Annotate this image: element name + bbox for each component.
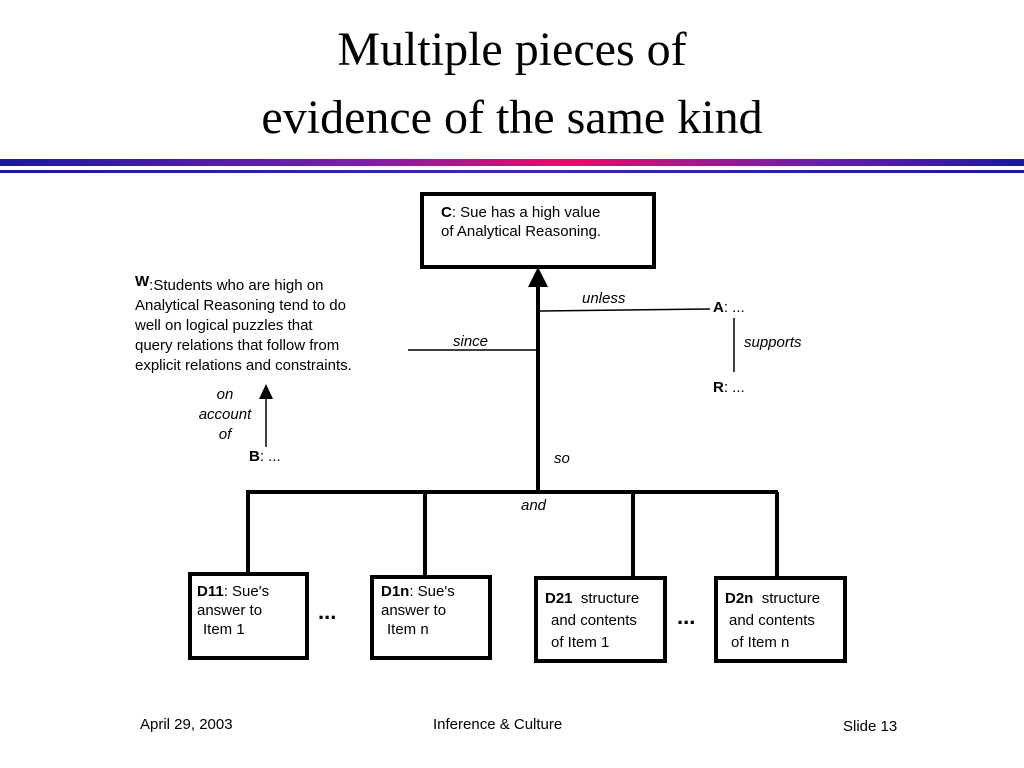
label-account: account bbox=[198, 406, 252, 423]
main-arrow-head bbox=[528, 267, 548, 287]
claim-text: C: Sue has a high value of Analytical Re… bbox=[441, 203, 601, 241]
d21-line-3: of Item 1 bbox=[551, 634, 610, 651]
d21-line-1: structure bbox=[580, 590, 640, 607]
backing-arrow-head bbox=[259, 384, 273, 399]
warrant-line-3: well on logical puzzles that bbox=[135, 317, 313, 334]
d21-line-2: and contents bbox=[551, 612, 637, 629]
warrant-line-2: Analytical Reasoning tend to do bbox=[135, 297, 346, 314]
since-label: since bbox=[453, 333, 489, 350]
so-label: so bbox=[554, 450, 570, 467]
warrant-line-1: :Students who are high on bbox=[149, 277, 324, 294]
backing-value: : ... bbox=[259, 448, 281, 465]
d11-line-1: : Sue's bbox=[223, 583, 270, 600]
alternative-text: A: ... bbox=[713, 298, 745, 317]
d2n-line-2: and contents bbox=[729, 612, 815, 629]
footer-title: Inference & Culture bbox=[433, 716, 563, 733]
data-box-d1n bbox=[370, 575, 492, 660]
on-account-of-label: on account of bbox=[195, 385, 255, 445]
data-box-d21 bbox=[534, 576, 667, 663]
warrant-line-5: explicit relations and constraints. bbox=[135, 357, 352, 374]
backing-text: B: ... bbox=[249, 447, 281, 466]
data-box-d1n-text: D1n: Sue's answer to Item n bbox=[381, 582, 455, 639]
data-box-d2n-text: D2n structure and contents of Item n bbox=[725, 588, 820, 654]
d2n-line-1: structure bbox=[761, 590, 821, 607]
data-box-d11 bbox=[188, 572, 309, 660]
d2n-line-3: of Item n bbox=[731, 634, 790, 651]
d1n-line-3: Item n bbox=[387, 621, 429, 638]
d11-id: D11 bbox=[197, 583, 224, 600]
d1n-line-2: answer to bbox=[381, 602, 447, 619]
d11-line-3: Item 1 bbox=[203, 621, 245, 638]
data-box-d2n bbox=[714, 576, 847, 663]
warrant-letter: W bbox=[135, 273, 150, 290]
claim-line-1: : Sue has a high value bbox=[451, 204, 601, 221]
slide-title-line-1: Multiple pieces of bbox=[337, 23, 687, 76]
d11-line-2: answer to bbox=[197, 602, 263, 619]
and-label: and bbox=[521, 497, 547, 514]
data-box-d11-text: D11: Sue's answer to Item 1 bbox=[197, 582, 269, 639]
title-divider-thin bbox=[0, 170, 1024, 173]
data-box-d21-text: D21 structure and contents of Item 1 bbox=[545, 588, 639, 654]
title-divider-thick bbox=[0, 159, 1024, 166]
claim-line-2: of Analytical Reasoning. bbox=[441, 223, 602, 240]
rebuttal-text: R: ... bbox=[713, 378, 745, 397]
d1n-line-1: : Sue's bbox=[409, 583, 455, 600]
alternative-letter: A bbox=[713, 299, 724, 316]
warrant-line-4: query relations that follow from bbox=[135, 337, 340, 354]
ellipsis-left: ... bbox=[318, 599, 337, 624]
ellipsis-right: ... bbox=[677, 604, 696, 629]
d1n-id: D1n bbox=[381, 583, 410, 600]
label-on: on bbox=[216, 386, 234, 403]
d21-id: D21 bbox=[545, 590, 573, 607]
unless-connector bbox=[539, 308, 711, 312]
supports-label: supports bbox=[744, 334, 802, 351]
claim-letter: C bbox=[441, 204, 452, 221]
footer-date: April 29, 2003 bbox=[140, 716, 233, 733]
footer-slide-number: Slide 13 bbox=[843, 718, 898, 735]
alternative-value: : ... bbox=[723, 299, 745, 316]
slide-title-line-2: evidence of the same kind bbox=[261, 91, 763, 144]
unless-label: unless bbox=[582, 290, 626, 307]
rebuttal-letter: R bbox=[713, 379, 724, 396]
backing-letter: B bbox=[249, 448, 260, 465]
label-of: of bbox=[218, 426, 232, 443]
warrant-text: W:Students who are high on Analytical Re… bbox=[135, 273, 352, 376]
d2n-id: D2n bbox=[725, 590, 754, 607]
rebuttal-value: : ... bbox=[723, 379, 745, 396]
